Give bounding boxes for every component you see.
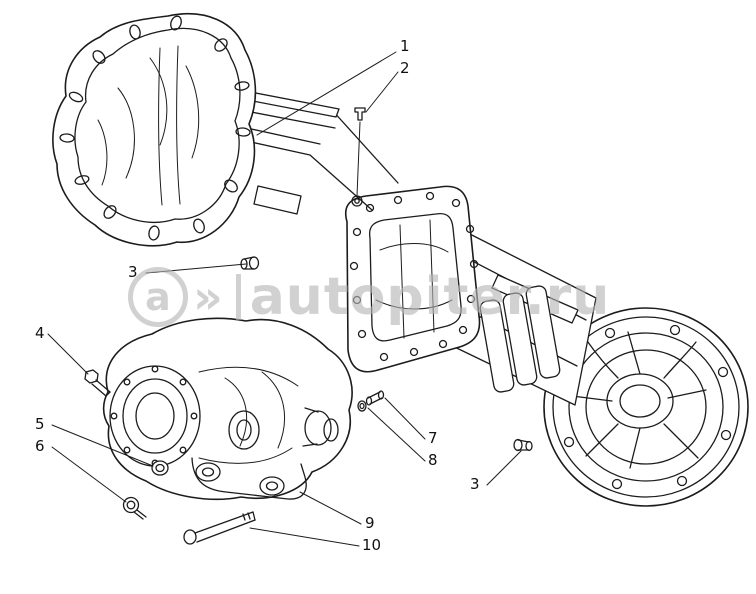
part-2-breather-bolt: [354, 107, 366, 121]
part-6-bolt: [122, 496, 147, 520]
watermark: a » autopiter.ru: [128, 266, 610, 328]
part-3-plug-right: [513, 438, 533, 452]
callout-7: 7: [428, 429, 438, 447]
part-5-plug: [151, 460, 169, 476]
differential-carrier: [102, 317, 353, 501]
part-4-bolt: [84, 369, 111, 397]
callout-3-left: 3: [128, 263, 138, 281]
callout-6: 6: [35, 437, 45, 455]
watermark-chevrons: »: [193, 270, 223, 324]
leader-lines: [47, 51, 522, 547]
banjo-center-flange: [345, 185, 481, 373]
callout-10: 10: [362, 536, 382, 554]
callout-1: 1: [400, 37, 410, 55]
watermark-divider: [235, 274, 241, 320]
left-wheel-housing: [52, 12, 257, 247]
callout-4: 4: [35, 324, 45, 342]
part-7-pin: [365, 390, 385, 406]
watermark-logo-letter: a: [145, 275, 171, 319]
right-wheel-flange: [543, 307, 749, 507]
callout-5: 5: [35, 415, 45, 433]
callout-9: 9: [365, 514, 375, 532]
callout-8: 8: [428, 451, 438, 469]
part-9-bracket: [191, 457, 307, 500]
watermark-logo-circle: a: [128, 267, 188, 327]
callout-3-right: 3: [470, 475, 480, 493]
part-10-bolt: [183, 511, 256, 545]
watermark-site-text: autopiter.ru: [249, 267, 611, 327]
callout-2: 2: [400, 59, 410, 77]
part-8-washer: [357, 400, 367, 412]
